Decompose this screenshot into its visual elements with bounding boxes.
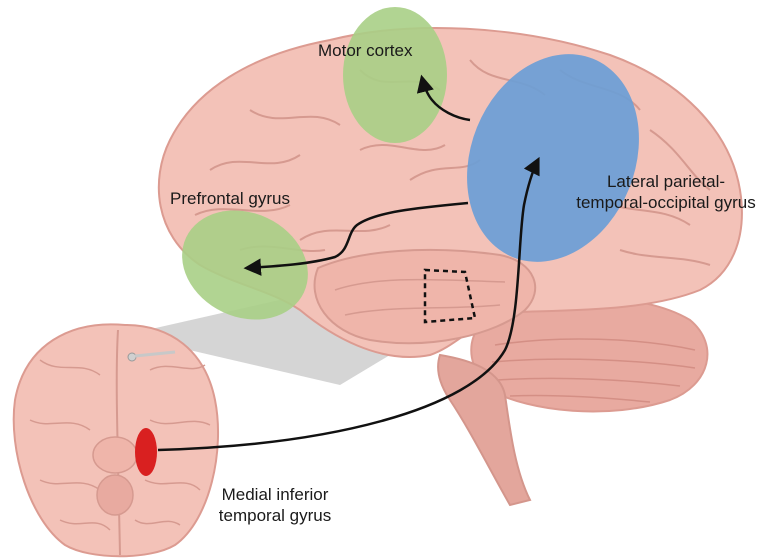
label-medial-inferior-temporal: Medial inferior temporal gyrus xyxy=(200,484,350,526)
ventral-brain-view xyxy=(14,324,218,556)
motor-cortex-region xyxy=(343,7,447,143)
label-motor-cortex: Motor cortex xyxy=(318,40,412,61)
label-prefrontal-gyrus: Prefrontal gyrus xyxy=(170,188,290,209)
label-lateral-line-1: Lateral parietal- xyxy=(567,171,765,192)
medial-inferior-temporal-region xyxy=(135,428,157,476)
label-lateral-parietal-temporal-occipital: Lateral parietal- temporal-occipital gyr… xyxy=(567,171,765,213)
label-lateral-line-2: temporal-occipital gyrus xyxy=(567,192,765,213)
label-medial-line-1: Medial inferior xyxy=(200,484,350,505)
label-medial-line-2: temporal gyrus xyxy=(200,505,350,526)
